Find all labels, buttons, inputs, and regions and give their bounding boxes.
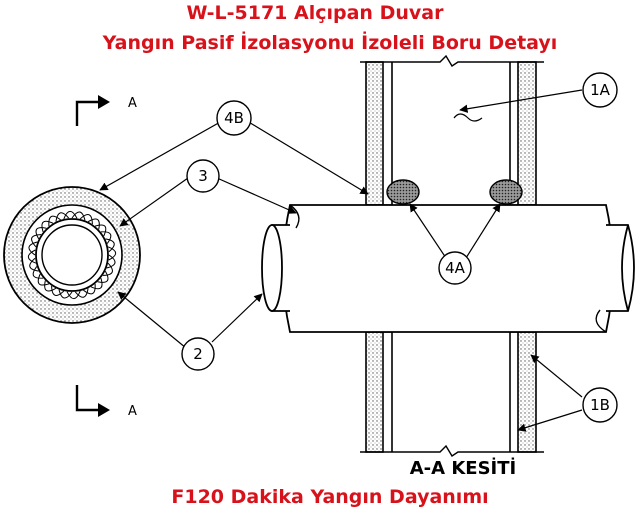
insulation-wrap-scale: [105, 238, 115, 253]
svg-text:1A: 1A: [590, 81, 611, 99]
cut-label-bottom: A: [128, 404, 137, 419]
insulation-wrap-scale: [35, 227, 47, 240]
callout-1b: 1B: [582, 387, 618, 423]
section-label: A-A KESİTİ: [409, 458, 517, 479]
insulation-wrap-scale: [27, 249, 37, 264]
callout-1a: 1A: [582, 72, 618, 108]
insulation-wrap-scale: [63, 210, 78, 220]
insulation-wrap-scale: [31, 234, 42, 248]
sealant-bead-left: [386, 179, 420, 205]
insulation-wrap-scale: [94, 224, 107, 237]
insulation-wrap-scale: [37, 273, 50, 286]
insulation-wrap-scale: [55, 212, 70, 222]
callout-2: 2: [181, 337, 215, 371]
pipe-cross-section: [3, 186, 141, 324]
insulation-wrap-scale: [58, 289, 73, 299]
insulation-wrap-scale: [71, 211, 86, 221]
insulation-wrap-scale: [97, 270, 109, 283]
section-cut-marks: [75, 100, 98, 412]
sealant-bead-right: [489, 179, 523, 205]
svg-text:3: 3: [198, 167, 208, 185]
insulation-wrap-scale: [79, 214, 93, 225]
svg-text:2: 2: [193, 345, 203, 363]
insulation-wrap-scale: [29, 257, 39, 272]
insulation-wrap-scale: [83, 283, 96, 295]
insulation-wrap-scale: [28, 241, 38, 256]
callout-3: 3: [186, 159, 220, 193]
insulation-wrap-scale: [51, 285, 65, 296]
svg-text:4A: 4A: [445, 259, 466, 277]
insulation-wrap-scale: [106, 254, 116, 269]
title-line-2: Yangın Pasif İzolasyonu İzoleli Boru Det…: [102, 32, 558, 54]
insulation-wrap-scale: [90, 277, 103, 290]
svg-text:4B: 4B: [224, 109, 244, 127]
callout-4a: 4A: [438, 251, 472, 285]
insulation-wrap-scale: [44, 280, 57, 292]
insulation-wrap-scale: [32, 266, 44, 279]
insulation-wrap-scale: [74, 288, 89, 298]
insulation-wrap-scale: [107, 246, 117, 261]
insulation-wrap-scale: [41, 220, 54, 233]
title-line-1: W-L-5171 Alçıpan Duvar: [186, 2, 444, 24]
callout-leaders: [99, 89, 583, 432]
insulation-wrap-scale: [48, 215, 61, 227]
insulation-wrap-scale: [100, 231, 112, 244]
cut-label-top: A: [128, 96, 137, 111]
insulation-wrap-scale: [87, 218, 100, 230]
cut-arrow-top: [98, 95, 110, 109]
insulation-wrap-scale: [102, 262, 113, 276]
footer-note: F120 Dakika Yangın Dayanımı: [171, 486, 489, 508]
insulation-wrap-scale: [66, 290, 81, 300]
callout-4b: 4B: [216, 100, 252, 136]
cut-arrow-bottom: [98, 403, 110, 417]
svg-text:1B: 1B: [590, 396, 610, 414]
